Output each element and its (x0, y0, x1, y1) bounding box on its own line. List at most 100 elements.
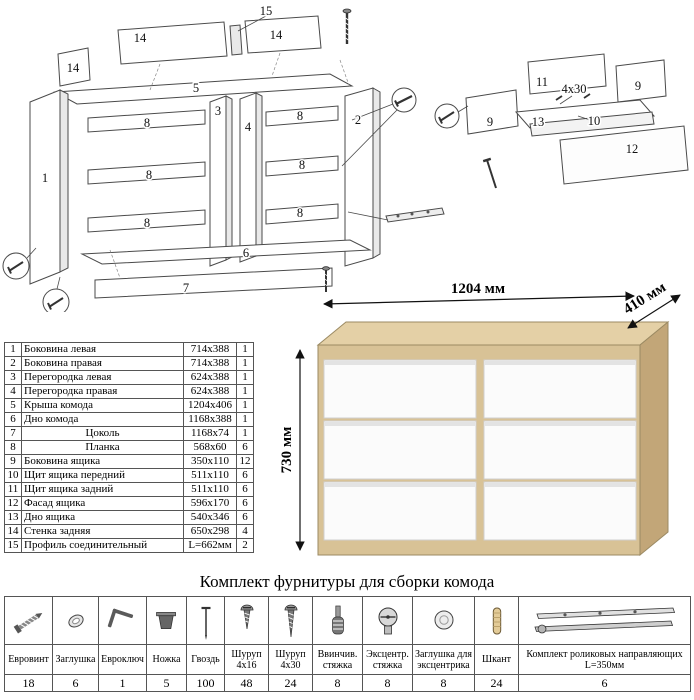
part-label: 13 (532, 115, 545, 129)
drawer-front (483, 420, 637, 480)
part-label: 14 (270, 28, 283, 42)
part-number: 10 (4, 468, 22, 483)
hardware-qty: 100 (186, 674, 225, 692)
part-qty: 1 (236, 370, 254, 385)
part-size: 511x110 (183, 468, 237, 483)
partition-right-edge (255, 92, 263, 257)
depth-arrow (627, 294, 681, 329)
part-number: 7 (4, 426, 22, 441)
width-dimension-label: 1204 мм (451, 282, 505, 297)
back-panel-right (244, 15, 322, 54)
part-size: 1168x388 (183, 412, 237, 427)
part-size: 511x110 (183, 482, 237, 497)
part-number: 4 (4, 384, 22, 399)
height-dimension-label: 730 мм (280, 427, 295, 474)
nail-icon (201, 606, 210, 640)
leader-line (347, 211, 389, 221)
part-qty: 1 (236, 398, 254, 413)
width-arrow (323, 291, 635, 309)
plank (265, 203, 339, 225)
part-name: Стенка задняя (21, 524, 184, 539)
hardware-icons-row (4, 596, 691, 645)
part-size: 596x170 (183, 496, 237, 511)
leader-line (457, 105, 469, 113)
drawer-back-shield (527, 53, 607, 95)
rail-hole (426, 210, 430, 214)
hardware-qty: 48 (224, 674, 269, 692)
cam-lock-icon (378, 607, 397, 634)
part-label: 1 (42, 171, 48, 185)
part-label: 7 (183, 281, 189, 295)
leader-line (559, 95, 573, 105)
rail-detail (385, 207, 445, 223)
screw-in-circle (7, 95, 413, 310)
dowel-icon (492, 607, 501, 634)
part-label: 8 (144, 116, 150, 130)
part-label: 15 (260, 4, 273, 18)
drawer-handle-grooves (325, 361, 635, 487)
dresser-top-face (316, 321, 670, 346)
rail-hole (396, 214, 400, 218)
hardware-name: Шуруп 4x16 (224, 644, 269, 675)
drawer-front (323, 481, 477, 541)
drawer-screws (438, 93, 591, 189)
hardware-names-row: Евровинт Заглушка Евроключ Ножка Гвоздь … (4, 644, 691, 675)
dresser-side-face (639, 320, 669, 557)
hardware-icon-cell (518, 596, 691, 645)
leader-line (26, 247, 37, 259)
drawer-part-labels: 9 9 11 10 13 12 4x30 (485, 74, 642, 158)
part-label: 3 (215, 104, 221, 118)
part-number: 12 (4, 496, 22, 511)
partition-left (209, 95, 227, 267)
cabinet-part-labels: 15 14 14 14 5 1 3 4 2 8 8 8 8 8 8 6 7 (40, 3, 362, 297)
left-side-edge (59, 89, 69, 273)
assembly-guide-lines (109, 52, 351, 279)
part-number: 6 (4, 412, 22, 427)
part-size: 1204x406 (183, 398, 237, 413)
part-name: Щит ящика задний (21, 482, 184, 497)
part-qty: 12 (236, 454, 254, 469)
hardware-qty: 6 (52, 674, 99, 692)
top-panel (53, 73, 354, 105)
part-qty: 6 (236, 440, 254, 455)
hardware-icon-cell (412, 596, 475, 645)
hardware-icon-cell (146, 596, 187, 645)
part-name: Цоколь (21, 426, 184, 441)
hardware-name: Заглушка (52, 644, 99, 675)
part-qty: 1 (236, 342, 254, 357)
exploded-assembly-diagram: 15 14 14 14 5 1 3 4 2 8 8 8 8 8 8 6 7 9 … (2, 3, 689, 312)
part-name: Перегородка правая (21, 384, 184, 399)
part-number: 3 (4, 370, 22, 385)
part-label: 14 (134, 31, 147, 45)
hardware-qty: 6 (518, 674, 691, 692)
hardware-qty: 24 (474, 674, 519, 692)
foot-icon (155, 611, 176, 629)
drawer-front (483, 481, 637, 541)
confirmat-screw-top (342, 8, 352, 44)
plinth-panel (94, 267, 333, 299)
part-name: Планка (21, 440, 184, 455)
dimension-arrows (295, 291, 681, 551)
part-number: 5 (4, 398, 22, 413)
hardware-title: Комплект фурнитуры для сборки комода (199, 572, 495, 591)
part-name: Дно ящика (21, 510, 184, 525)
part-number: 11 (4, 482, 22, 497)
part-size: L=662мм (183, 538, 237, 553)
hardware-icon-cell (312, 596, 363, 645)
part-number: 8 (4, 440, 22, 455)
hardware-qty: 5 (146, 674, 187, 692)
cam-stud-icon (331, 605, 344, 634)
part-label: 4 (245, 120, 252, 134)
screw-short-icon (240, 604, 253, 629)
cam-cap-icon (434, 610, 453, 629)
drawer-rail-icon (533, 607, 675, 633)
drawer-side-right (615, 59, 667, 103)
